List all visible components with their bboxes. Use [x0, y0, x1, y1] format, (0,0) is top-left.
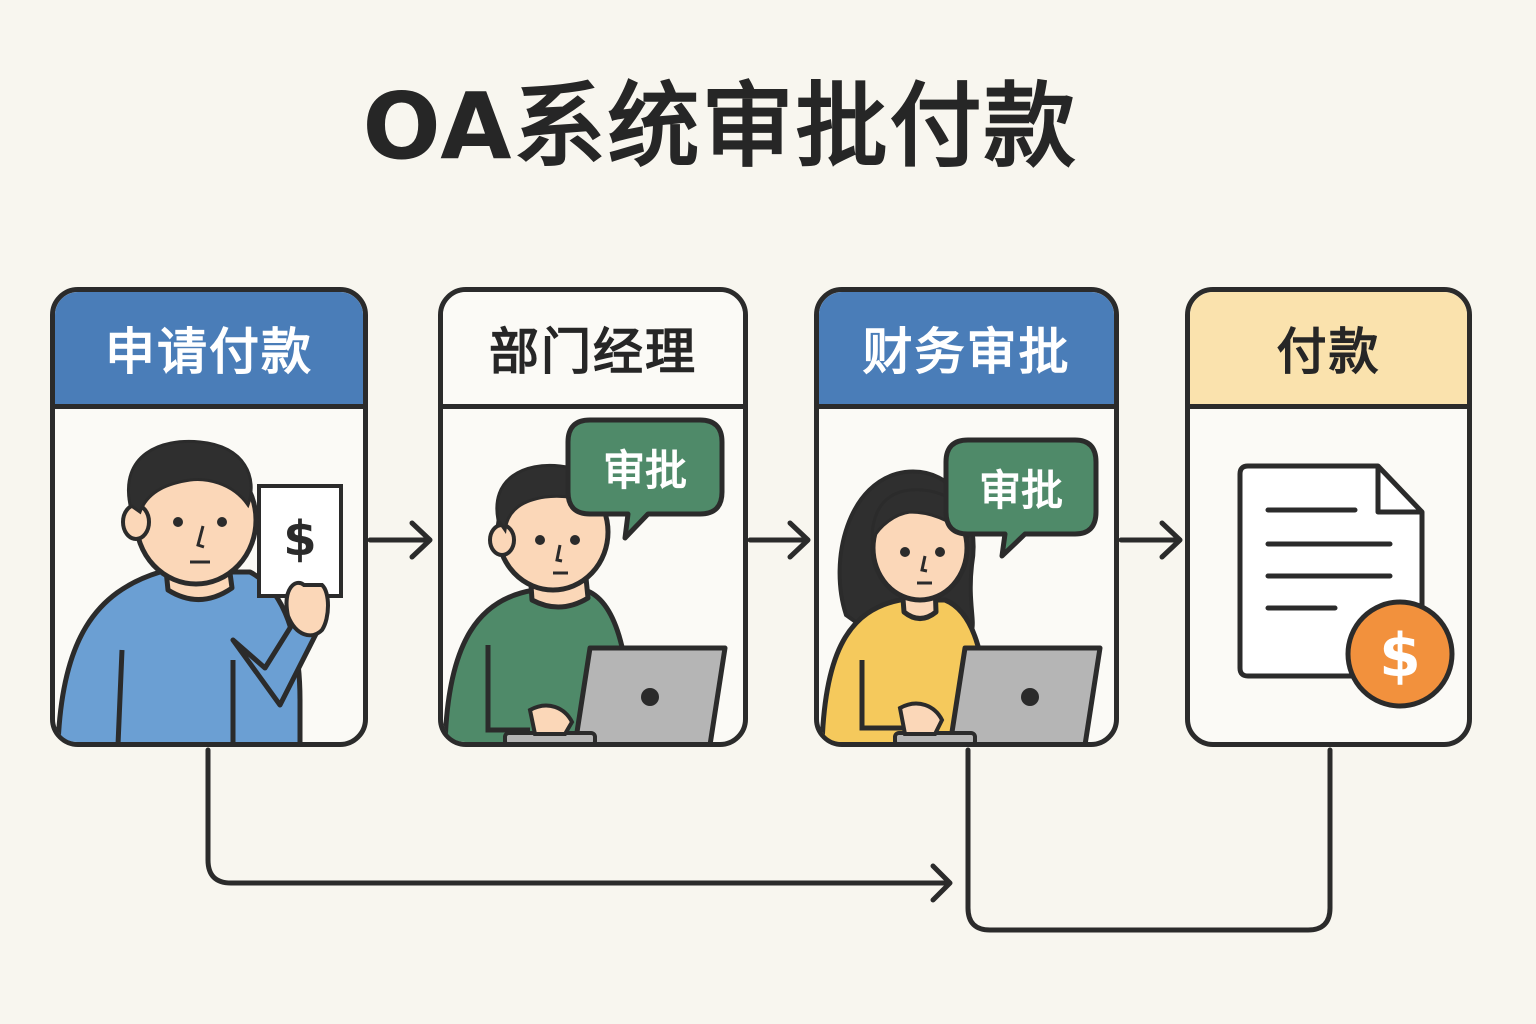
step-header-apply: 申请付款: [55, 292, 363, 409]
manager-approve-bubble-text: 审批: [603, 446, 687, 495]
bill-dollar-sign: $: [283, 511, 316, 567]
arrow-icon: [1118, 520, 1183, 560]
step-header-finance: 财务审批: [819, 292, 1114, 409]
bottom-return-line: [965, 747, 1333, 933]
arrow-icon: [747, 520, 811, 560]
speech-bubble-icon: 审批: [565, 417, 725, 541]
page-title: OA系统审批付款: [362, 73, 1078, 180]
speech-bubble-icon: 审批: [943, 437, 1099, 559]
arrow-icon: [367, 520, 433, 560]
person-with-bill-icon: $: [55, 439, 343, 742]
dollar-coin-icon: $: [1345, 599, 1455, 709]
step-header-payment: 付款: [1190, 292, 1467, 409]
step-header-manager: 部门经理: [443, 292, 743, 409]
finance-approve-bubble-text: 审批: [979, 466, 1063, 515]
person-with-laptop-icon: [819, 469, 1103, 742]
coin-dollar-sign: $: [1379, 621, 1421, 691]
bottom-flow-arrow: [205, 747, 953, 903]
